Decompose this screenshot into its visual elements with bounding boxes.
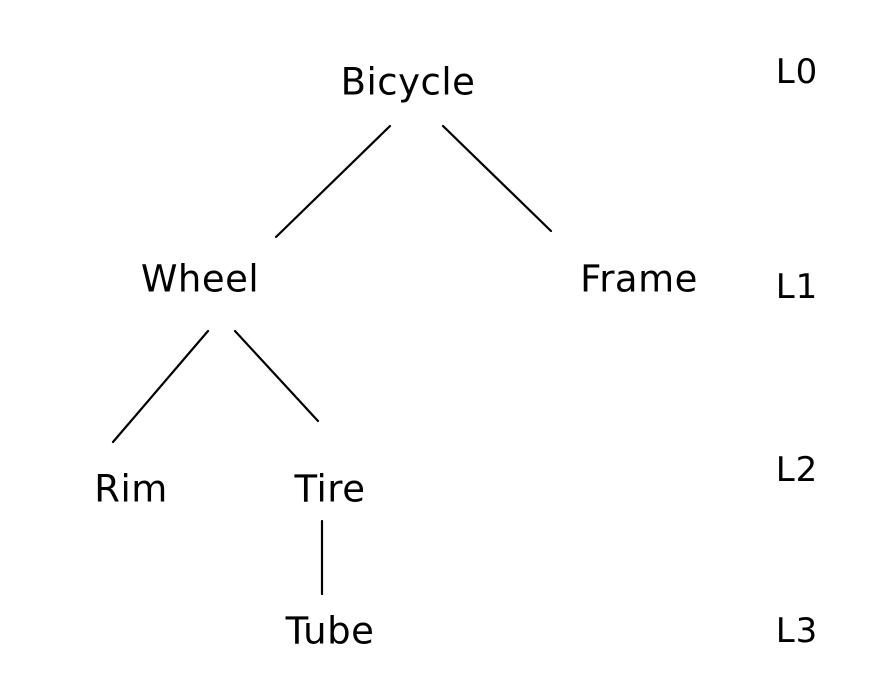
node-tube[interactable]: Tube [285,609,375,653]
level-label-l0: L0 [775,52,819,92]
level-label-l1: L1 [775,267,819,307]
node-rim[interactable]: Rim [94,467,168,511]
level-label-l3: L3 [775,611,819,651]
edge-wheel-to-rim [111,329,210,444]
node-wheel[interactable]: Wheel [140,257,260,301]
node-tire[interactable]: Tire [294,467,366,511]
node-bicycle[interactable]: Bicycle [340,60,476,104]
node-frame[interactable]: Frame [580,257,698,301]
level-label-l2: L2 [775,450,819,490]
edge-bicycle-to-frame [441,124,553,233]
edge-bicycle-to-wheel [274,124,392,239]
edge-wheel-to-tire [233,329,320,423]
tree-edges [111,124,553,596]
